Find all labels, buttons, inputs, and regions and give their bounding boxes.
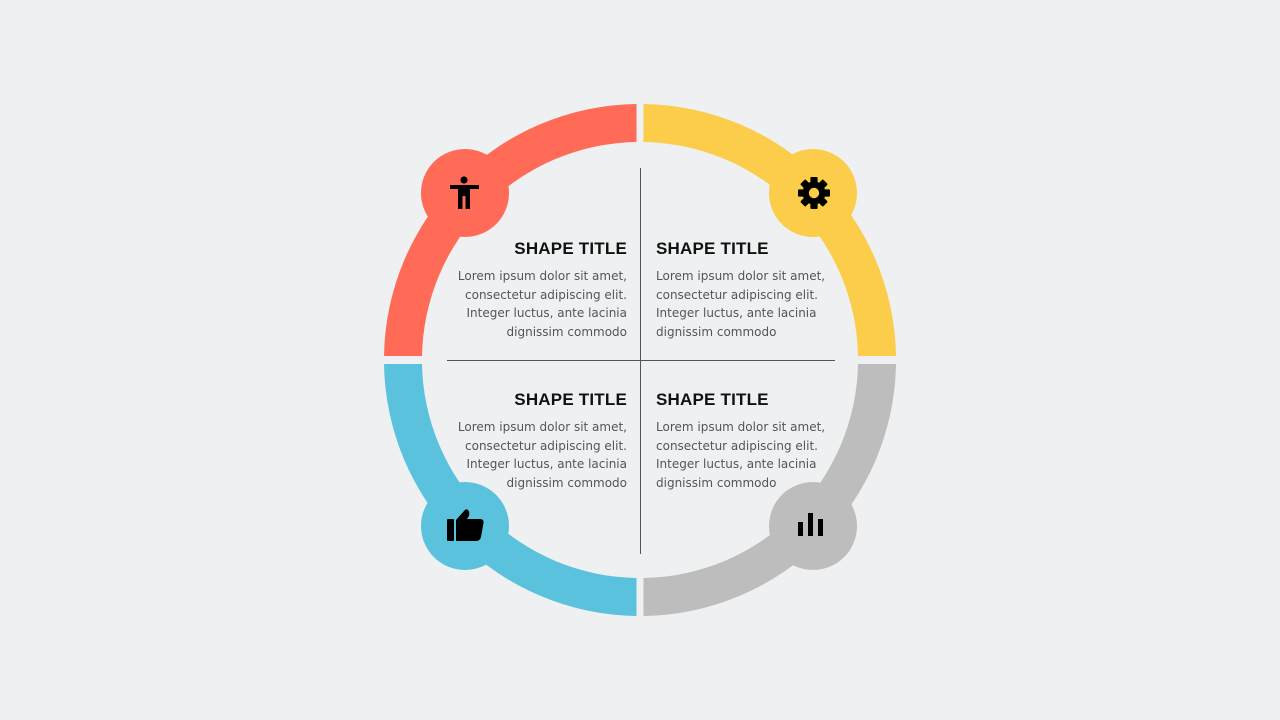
quadrant-body-line: Lorem ipsum dolor sit amet, bbox=[656, 269, 826, 283]
quadrant-body-line: consectetur adipiscing elit. bbox=[465, 438, 627, 453]
quadrant-title: SHAPE TITLE bbox=[656, 239, 769, 258]
quadrant-body-line: Integer luctus, ante lacinia bbox=[656, 457, 817, 471]
ring-segment-bottom-left bbox=[384, 364, 637, 616]
quadrant-title: SHAPE TITLE bbox=[514, 239, 627, 258]
quadrant-body: Lorem ipsum dolor sit amet, consectetur … bbox=[447, 418, 627, 492]
quadrant-bottom-left: SHAPE TITLE Lorem ipsum dolor sit amet, … bbox=[447, 390, 627, 492]
quadrant-body-line: dignissim commodo bbox=[506, 475, 627, 490]
bar-chart-icon bbox=[798, 513, 823, 536]
quadrant-body-line: Integer luctus, ante lacinia bbox=[656, 306, 817, 320]
quadrant-title: SHAPE TITLE bbox=[514, 390, 627, 409]
quadrant-body-line: Lorem ipsum dolor sit amet, bbox=[656, 420, 826, 434]
quadrant-body-line: dignissim commodo bbox=[656, 324, 777, 339]
quadrant-top-right: SHAPE TITLE Lorem ipsum dolor sit amet, … bbox=[656, 239, 836, 341]
quadrant-top-left: SHAPE TITLE Lorem ipsum dolor sit amet, … bbox=[447, 239, 627, 341]
quadrant-body-line: Lorem ipsum dolor sit amet, bbox=[457, 269, 627, 283]
gear-icon bbox=[798, 177, 830, 209]
ring-segment-top-left bbox=[384, 104, 637, 356]
quadrant-body-line: Integer luctus, ante lacinia bbox=[466, 457, 627, 471]
ring-segment-top-right bbox=[643, 104, 896, 356]
quadrant-body: Lorem ipsum dolor sit amet, consectetur … bbox=[447, 267, 627, 341]
quadrant-body: Lorem ipsum dolor sit amet, consectetur … bbox=[656, 418, 836, 492]
thumbs-up-icon bbox=[447, 509, 484, 541]
accessibility-person-icon bbox=[450, 176, 479, 209]
quadrant-bottom-right: SHAPE TITLE Lorem ipsum dolor sit amet, … bbox=[656, 390, 836, 492]
quadrant-body-line: consectetur adipiscing elit. bbox=[465, 287, 627, 302]
quadrant-body-line: consectetur adipiscing elit. bbox=[656, 287, 818, 302]
quadrant-body-line: dignissim commodo bbox=[506, 324, 627, 339]
quadrant-title: SHAPE TITLE bbox=[656, 390, 769, 409]
quadrant-body-line: Integer luctus, ante lacinia bbox=[466, 306, 627, 320]
quadrant-body-line: dignissim commodo bbox=[656, 475, 777, 490]
ring-segment-bottom-right bbox=[643, 364, 896, 616]
quadrant-body-line: Lorem ipsum dolor sit amet, bbox=[457, 420, 627, 434]
quadrant-body-line: consectetur adipiscing elit. bbox=[656, 438, 818, 453]
quadrant-body: Lorem ipsum dolor sit amet, consectetur … bbox=[656, 267, 836, 341]
